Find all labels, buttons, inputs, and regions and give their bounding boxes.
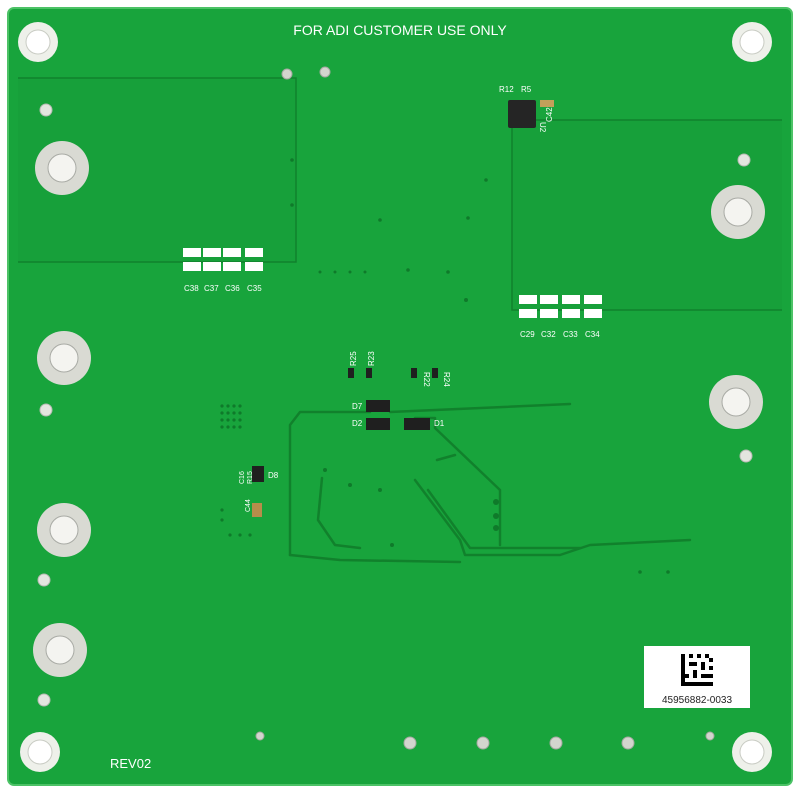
terminal-pads bbox=[33, 141, 765, 677]
refdes-c37: C37 bbox=[204, 284, 219, 293]
refdes-d8: D8 bbox=[268, 471, 279, 480]
refdes-r23: R23 bbox=[367, 351, 376, 366]
refdes-r24: R24 bbox=[442, 372, 451, 387]
refdes-d1: D1 bbox=[434, 419, 445, 428]
serial-sticker: 45956882-0033 bbox=[644, 646, 750, 708]
datamatrix-code bbox=[681, 654, 713, 686]
refdes-r5: R5 bbox=[521, 85, 532, 94]
header-text: FOR ADI CUSTOMER USE ONLY bbox=[293, 22, 507, 38]
refdes-d2: D2 bbox=[352, 419, 363, 428]
copper-pour-outline-left bbox=[18, 77, 297, 263]
ic-u2 bbox=[508, 100, 536, 128]
copper-pour-outline-right bbox=[511, 119, 782, 311]
refdes-c29: C29 bbox=[520, 330, 535, 339]
pcb-edge-highlight bbox=[7, 7, 793, 786]
refdes-c16: C16 bbox=[239, 471, 246, 484]
refdes-d7: D7 bbox=[352, 402, 363, 411]
refdes-c35: C35 bbox=[247, 284, 262, 293]
test-point-holes bbox=[255, 66, 715, 750]
refdes-r12: R12 bbox=[499, 85, 514, 94]
revision-text: REV02 bbox=[110, 756, 151, 771]
refdes-r25: R25 bbox=[349, 351, 358, 366]
small-holes bbox=[37, 103, 753, 707]
standoff-top-left bbox=[18, 22, 58, 62]
refdes-c44: C44 bbox=[245, 499, 252, 512]
refdes-c36: C36 bbox=[225, 284, 240, 293]
refdes-c42: C42 bbox=[545, 107, 554, 122]
refdes-c32: C32 bbox=[541, 330, 556, 339]
standoff-bottom-right bbox=[732, 732, 772, 772]
capacitor-pads-left bbox=[183, 248, 263, 271]
refdes-u2: U2 bbox=[538, 122, 547, 133]
refdes-c38: C38 bbox=[184, 284, 199, 293]
via-grid bbox=[220, 158, 670, 574]
serial-number: 45956882-0033 bbox=[661, 695, 733, 706]
standoff-bottom-left bbox=[20, 732, 60, 772]
refdes-c34: C34 bbox=[585, 330, 600, 339]
refdes-r15: R15 bbox=[247, 471, 254, 484]
standoff-top-right bbox=[732, 22, 772, 62]
refdes-r22: R22 bbox=[422, 372, 431, 387]
capacitor-pads-right bbox=[519, 295, 602, 318]
copper-traces bbox=[288, 402, 692, 564]
refdes-c33: C33 bbox=[563, 330, 578, 339]
resistor-r5 bbox=[540, 100, 554, 107]
small-resistors bbox=[252, 368, 438, 517]
diodes bbox=[252, 400, 430, 482]
